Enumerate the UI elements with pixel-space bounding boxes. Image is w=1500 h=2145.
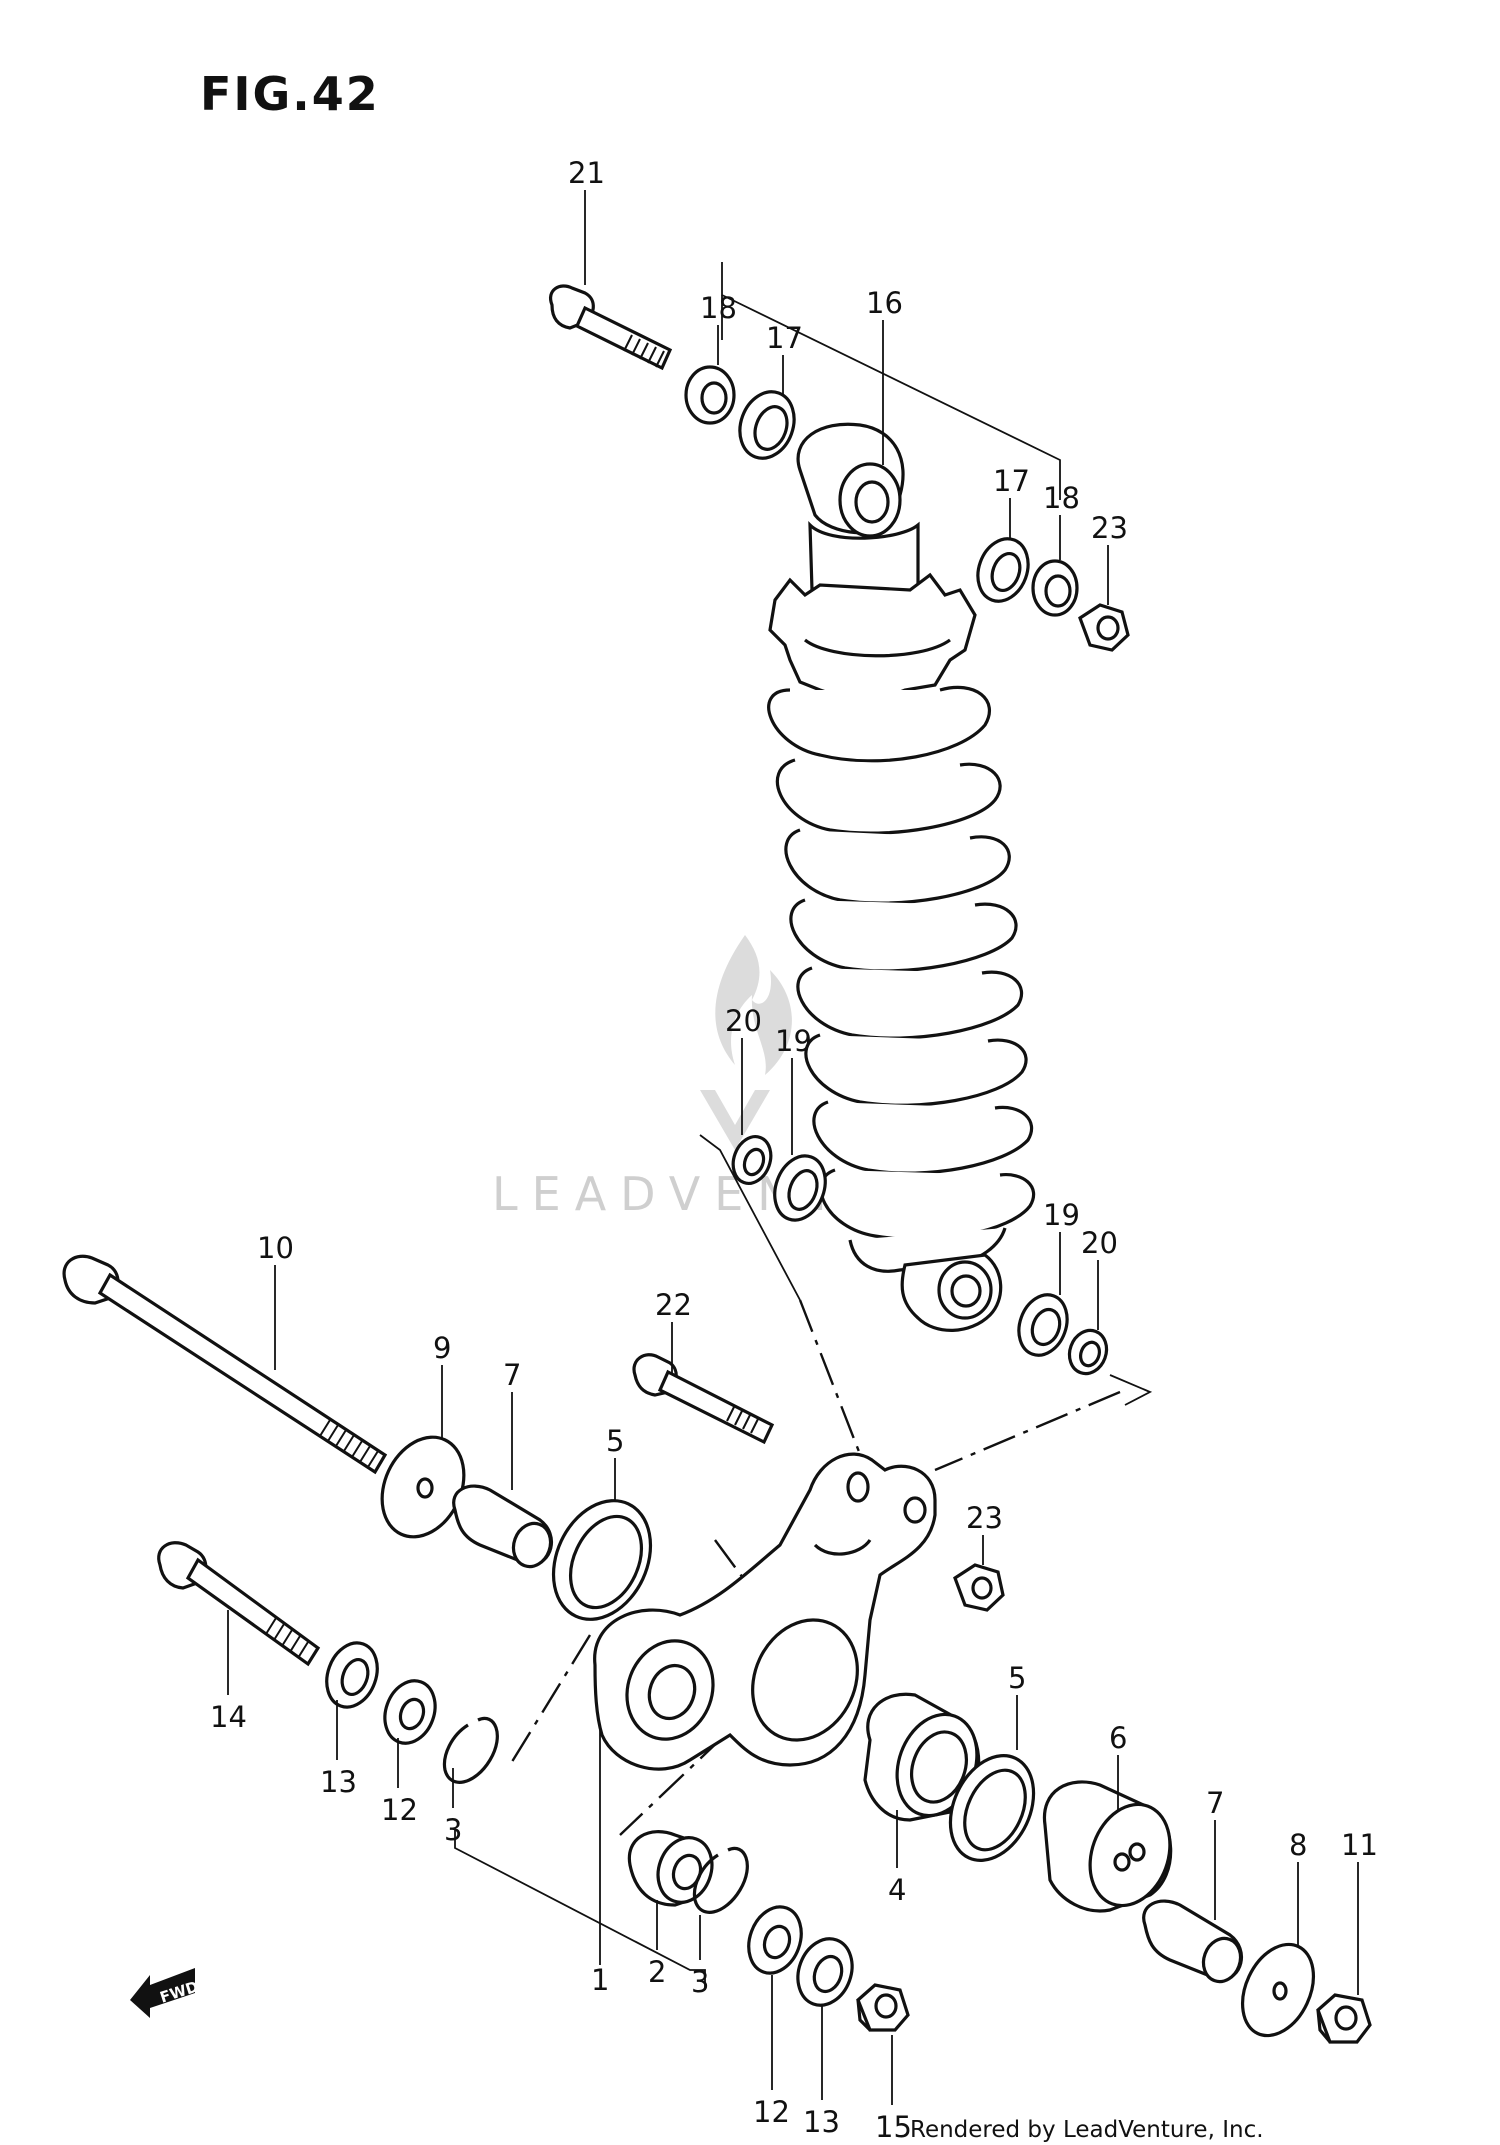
- collar-13-right: [796, 1937, 854, 2007]
- callout-23: 23: [966, 1501, 1003, 1535]
- oil-seal-17-top: [738, 390, 796, 460]
- callout-18: 18: [1043, 481, 1080, 515]
- callout-12: 12: [753, 2095, 790, 2129]
- bolt-14: [157, 1541, 321, 1667]
- callout-3: 3: [444, 1813, 462, 1847]
- washer-20-right: [1067, 1328, 1109, 1376]
- callout-1: 1: [591, 1963, 609, 1997]
- callout-13: 13: [320, 1765, 357, 1799]
- nut-11: [1316, 1993, 1372, 2044]
- callout-2: 2: [648, 1955, 666, 1989]
- callout-22: 22: [655, 1288, 692, 1322]
- washer-12-left: [383, 1679, 437, 1745]
- bolt-10: [62, 1254, 388, 1475]
- figure-title: FIG.42: [200, 67, 380, 121]
- washer-8: [1241, 1942, 1315, 2038]
- callout-23: 23: [1091, 511, 1128, 545]
- callout-5: 5: [606, 1424, 624, 1458]
- callout-16: 16: [866, 286, 903, 320]
- callout-14: 14: [210, 1700, 247, 1734]
- callout-8: 8: [1289, 1828, 1307, 1862]
- collar-18-right: [1031, 559, 1079, 617]
- oil-seal-5-left: [551, 1499, 653, 1621]
- callout-10: 10: [257, 1231, 294, 1265]
- bolt-21: [549, 284, 673, 371]
- collar-7-right: [1142, 1899, 1243, 1984]
- callout-4: 4: [888, 1873, 906, 1907]
- seal-19-mid: [773, 1154, 827, 1222]
- collar-7-left: [452, 1484, 553, 1569]
- leader-lines: [454, 262, 1153, 1990]
- nut-23-top: [1078, 603, 1130, 652]
- spacer-6: [1042, 1780, 1173, 1913]
- washer-20-mid: [731, 1135, 773, 1185]
- circlip-3-left: [442, 1716, 499, 1784]
- collar-18-top: [684, 365, 736, 425]
- callout-15: 15: [875, 2110, 912, 2144]
- oil-seal-5-right: [948, 1754, 1036, 1862]
- leadventure-flame-icon: [715, 935, 792, 1075]
- bolt-22: [632, 1353, 775, 1445]
- circlip-3-right: [692, 1846, 749, 1914]
- callout-20: 20: [1081, 1226, 1118, 1260]
- cushion-lever-1: [593, 1452, 937, 1965]
- callout-5: 5: [1008, 1661, 1026, 1695]
- callout-7: 7: [1206, 1786, 1224, 1820]
- seal-19-right: [1017, 1293, 1069, 1357]
- collar-13-left: [325, 1641, 379, 1709]
- callout-numbers: 21 18 17 16 17 18 23 20 19 19 20 10 22 9…: [210, 156, 1378, 2144]
- nut-15: [856, 1983, 910, 2032]
- washer-9: [380, 1435, 466, 1539]
- callout-leaders: [227, 190, 1359, 2105]
- callout-6: 6: [1109, 1721, 1127, 1755]
- callout-17: 17: [993, 464, 1030, 498]
- bearing-2: [627, 1830, 714, 1907]
- callout-18: 18: [700, 291, 737, 325]
- render-credit: Rendered by LeadVenture, Inc.: [910, 2117, 1264, 2143]
- callout-19: 19: [775, 1024, 812, 1058]
- callout-7: 7: [503, 1358, 521, 1392]
- callout-17: 17: [766, 321, 803, 355]
- callout-11: 11: [1341, 1828, 1378, 1862]
- callout-20: 20: [725, 1004, 762, 1038]
- fwd-arrow-icon: FWD: [130, 1968, 201, 2018]
- callout-21: 21: [568, 156, 605, 190]
- oil-seal-17-right: [976, 537, 1030, 603]
- callout-13: 13: [803, 2105, 840, 2139]
- callout-19: 19: [1043, 1198, 1080, 1232]
- callout-3: 3: [691, 1965, 709, 1999]
- washer-12-right: [747, 1905, 803, 1975]
- shock-absorber-16: [767, 422, 1036, 1332]
- nut-23-mid: [953, 1563, 1005, 1612]
- callout-9: 9: [433, 1331, 451, 1365]
- callout-12: 12: [381, 1793, 418, 1827]
